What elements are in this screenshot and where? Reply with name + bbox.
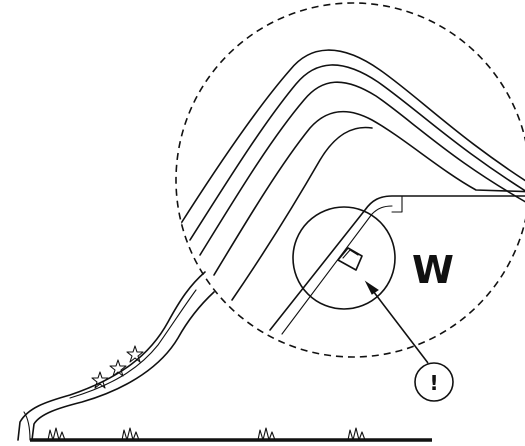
star-mark-icon (91, 371, 109, 389)
profile-line-4 (213, 110, 525, 276)
detail-contents (179, 49, 525, 335)
slide-inner-edge (31, 291, 215, 441)
profile-line-1 (179, 49, 525, 226)
slide-foot-line (23, 411, 31, 441)
slide-guide-line (69, 289, 197, 399)
profile-line-2 (189, 64, 525, 241)
grass-tuft-icon (47, 427, 66, 441)
grass-tuft-icon (121, 427, 140, 441)
callout-circle (414, 362, 454, 402)
arrow-shaft (369, 286, 429, 364)
profile-line-3 (199, 81, 525, 256)
arrow-head (364, 280, 379, 295)
inspected-part-slot (342, 249, 359, 259)
inspected-part (337, 247, 363, 271)
grass-tuft-icon (257, 427, 276, 441)
detail-circle (175, 2, 525, 358)
exclamation-circle-icon: ! (414, 362, 454, 402)
callout-label: ! (429, 371, 438, 395)
grass-tuft-icon (347, 427, 366, 441)
inspection-zone (292, 206, 396, 310)
bracket-edge (269, 195, 525, 331)
grass-tufts (47, 427, 366, 441)
detail-label: W (412, 248, 454, 292)
step-profile (231, 126, 373, 301)
slide-lower-section (17, 271, 215, 441)
callout-arrow (364, 280, 429, 364)
slide-outer-edge (17, 271, 206, 441)
inspection-circle (292, 206, 396, 310)
star-mark-icon (109, 359, 127, 377)
bracket-tab (391, 195, 403, 213)
star-marks (91, 345, 144, 389)
star-mark-icon (126, 345, 144, 363)
detail-view (175, 2, 525, 358)
bracket-inner-edge (281, 205, 393, 335)
